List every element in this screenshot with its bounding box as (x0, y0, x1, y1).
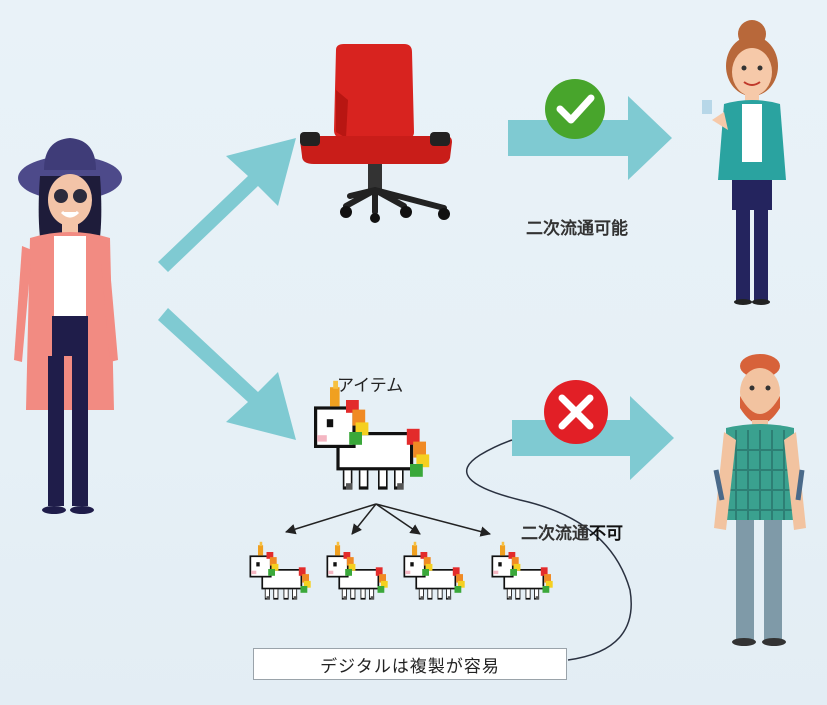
check-icon (545, 79, 605, 139)
unicorn-copy-3 (403, 541, 465, 600)
label-item: アイテム (337, 376, 404, 396)
arrow-up-right (158, 138, 296, 272)
arrow-to-woman (508, 96, 672, 180)
cross-icon (544, 380, 608, 444)
unicorn-copy-2 (326, 541, 388, 600)
buyer-woman (702, 20, 786, 305)
unicorn-item-icon (314, 380, 430, 490)
arrow-down-right (158, 308, 296, 440)
buyer-man (713, 354, 806, 646)
label-secondary-ng: 二次流通不可 (521, 519, 623, 544)
unicorn-copy-4 (491, 541, 553, 600)
label-secondary-ng-prefix: 二次流通 (521, 524, 589, 544)
unicorn-copy-1 (249, 541, 311, 600)
note-text: デジタルは複製が容易 (320, 656, 500, 677)
seller-woman (14, 138, 122, 514)
copy-arrows (284, 503, 492, 537)
chair-icon (300, 44, 452, 223)
note-connector (466, 439, 632, 661)
label-secondary-ok: 二次流通可能 (526, 219, 628, 239)
label-secondary-ng-emph: 不可 (589, 524, 623, 544)
note-box: デジタルは複製が容易 (253, 648, 567, 680)
